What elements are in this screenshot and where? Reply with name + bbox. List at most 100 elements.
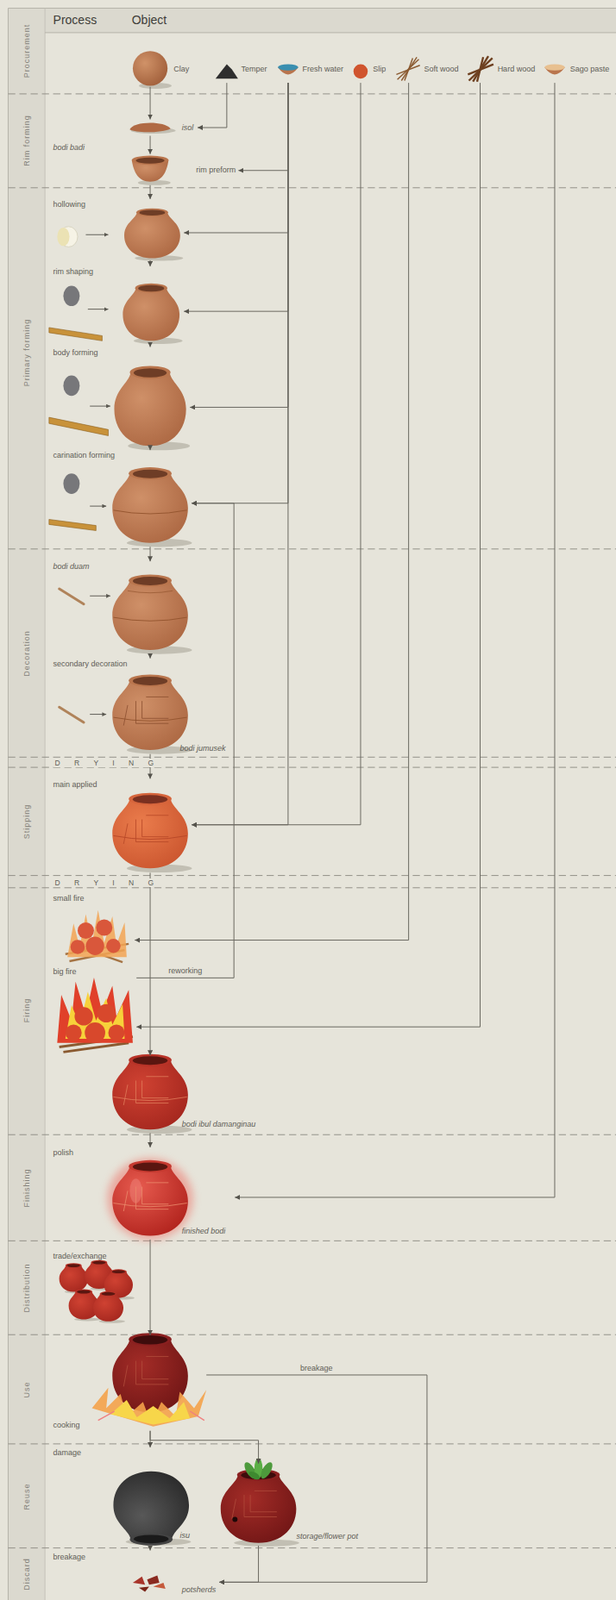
flow-arrow [234,82,555,1199]
flow-arrow [150,655,151,659]
step-label: carination forming [53,451,116,461]
step-label: trade/exchange [53,1252,107,1263]
flow-arrow [206,1376,428,1584]
flow-arrow [183,82,289,312]
flow-arrow [150,449,151,452]
reused-pots [113,1458,300,1547]
phase-name: Primary forming [21,318,32,387]
material-node: Soft wood [395,56,461,83]
step-label: cooking [53,1421,81,1432]
potsherds-illustration [132,1577,166,1594]
phase-name: Firing [21,999,32,1025]
flow-arrow [150,546,151,562]
flow-arrow [150,136,151,155]
flow-arrow [189,82,289,408]
stage-node: polish finished bodi [50,1148,235,1241]
stage-node: cooking [50,1336,207,1433]
step-label: bodi ibul damanginau [182,1120,257,1131]
flow-arrow [238,82,289,171]
edge-label: reworking [166,967,204,977]
step-label: rim shaping [53,267,95,277]
pot-stages [106,123,193,1242]
object-label: potsherds [182,1586,217,1597]
stage-node: bodi ibul damanginau [110,1056,262,1134]
material-node: Hard wood [466,56,541,83]
step-label: polish [53,1149,75,1159]
stage-node: damage isu [50,1448,195,1547]
flow-arrow [136,503,234,980]
step-label: bodi duam [53,562,90,572]
material-node: Clay [131,49,199,88]
stage-node: isol [127,119,198,137]
step-label: hollowing [53,200,87,210]
phase-divider [7,94,616,1550]
stage-node: secondary decoration bodi jumusek [50,659,228,755]
stage-node: hollowing [50,199,184,261]
step-label: big fire [53,968,77,978]
phase-name: Procurement [21,24,32,79]
material-node: Temper [215,56,272,83]
phase-name: Rim forming [21,115,32,168]
stage-node: bodi duam [50,561,192,656]
material-label: Sago paste [570,64,610,75]
material-label: Temper [240,64,267,75]
stage-node: body forming [50,347,190,450]
edge-label: breakage [298,1364,335,1375]
flow-arrow [150,1432,259,1465]
flow-arrow [191,82,289,504]
flow-arrow [219,1546,258,1584]
drying-band: D R Y I N G [53,879,163,888]
material-label: Fresh water [301,64,344,75]
flow-arrow [150,87,151,120]
material-node: Fresh water [276,56,347,83]
material-label: Soft wood [423,64,459,75]
stage-node: breakage potsherds [50,1552,220,1597]
step-label: secondary decoration [53,660,128,670]
fire-illustration [56,911,133,1054]
flow-arrow [150,185,151,200]
phase-name: Reuse [21,1483,32,1511]
material-node: Slip [352,56,390,83]
stage-node: main applied [50,779,192,874]
phase-name: Stipping [21,804,32,841]
flow-arrow [134,82,409,941]
flow-arrow [150,1546,151,1553]
flow-arrow [150,873,151,1056]
flow-arrow [197,82,227,128]
stage-node: storage/flower pot [217,1464,367,1547]
object-label: finished bodi [182,1227,227,1238]
step-label: damage [53,1449,82,1459]
flow-arrow [191,82,361,826]
step-label: body forming [53,348,99,359]
flow-arrow [191,82,289,826]
column-header: Process [53,12,98,27]
step-name: bodi badi [53,143,86,153]
stage-node: trade/exchange [50,1250,129,1326]
material-label: Hard wood [497,64,536,75]
firing-node: big fire [50,967,137,1056]
drying-band: D R Y I N G [53,759,163,768]
column-header: Object [132,12,167,27]
step-label: main applied [53,780,98,791]
stage-node: rim preform [129,154,239,186]
phase-name: Decoration [21,630,32,678]
phase-name: Distribution [21,1264,32,1314]
phase-name: Discard [21,1558,32,1592]
flow-arrow [150,343,151,348]
material-node: Sago paste [543,56,613,83]
stage-node: carination forming [50,450,192,547]
phase-name: Use [21,1382,32,1399]
material-label: Clay [173,64,189,75]
flow-arrow [136,82,480,1028]
flow-arrow [183,82,289,233]
object-label: isu [179,1532,190,1542]
step-label: storage/flower pot [295,1533,359,1543]
step-label: breakage [53,1553,87,1564]
step-label: isol [182,123,195,133]
flow-arrow [150,1240,151,1337]
flow-arrow [150,260,151,267]
object-label: bodi jumusek [179,744,226,755]
